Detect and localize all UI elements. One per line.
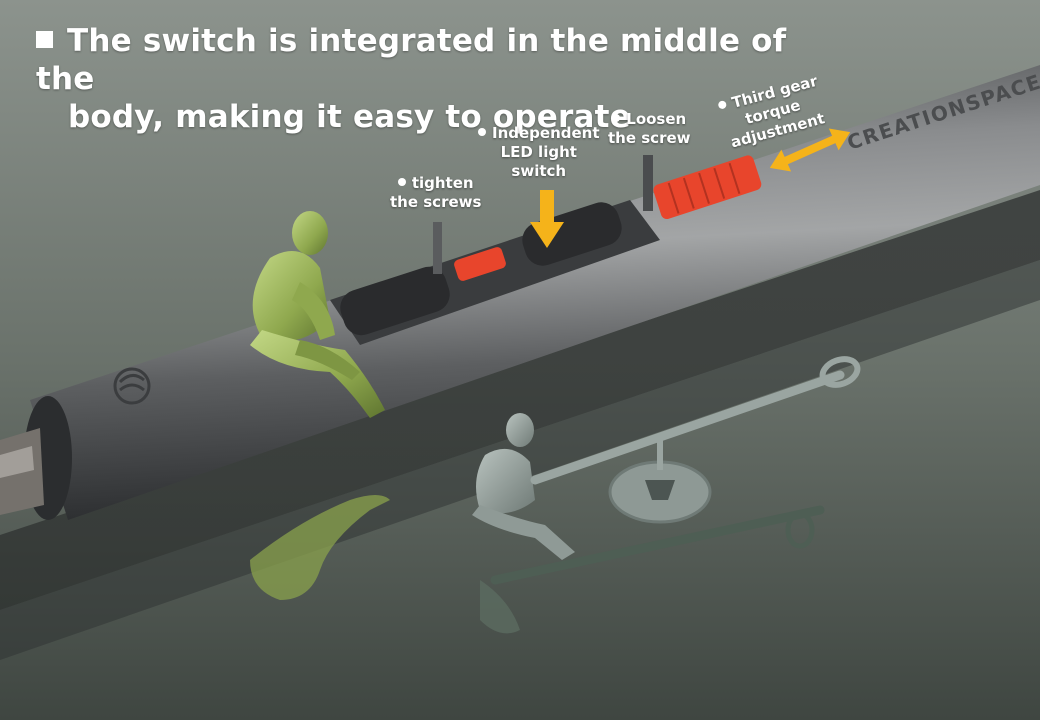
bullet-dot-icon bbox=[717, 99, 728, 110]
page-title: The switch is integrated in the middle o… bbox=[36, 22, 816, 136]
bullet-dot-icon bbox=[612, 114, 621, 122]
brand-logo-icon bbox=[113, 367, 151, 405]
page-title-line1: The switch is integrated in the middle o… bbox=[36, 23, 787, 97]
callout-loosen-line1: Loosen bbox=[626, 110, 687, 128]
center-red-button[interactable] bbox=[453, 246, 507, 282]
led-switch-button[interactable] bbox=[518, 198, 627, 271]
tighten-button[interactable] bbox=[336, 262, 455, 340]
loosen-pointer bbox=[643, 155, 653, 211]
callout-led-line2: LED light bbox=[500, 143, 577, 161]
green-figure bbox=[250, 211, 385, 418]
callout-tighten-line2: the screws bbox=[390, 193, 482, 211]
torque-double-arrow-icon bbox=[769, 128, 851, 172]
torque-slider[interactable] bbox=[652, 154, 763, 221]
page-title-line2: body, making it easy to operate bbox=[68, 99, 631, 135]
callout-led-line3: switch bbox=[511, 162, 567, 180]
bullet-dot-icon bbox=[397, 178, 406, 186]
bullet-dot-icon bbox=[478, 128, 486, 136]
led-arrow-icon bbox=[530, 190, 564, 248]
callout-tighten-line1: tighten bbox=[411, 174, 474, 192]
square-bullet-icon bbox=[36, 31, 53, 48]
tool-reflection bbox=[0, 190, 1040, 610]
callout-led: Independent LED light switch bbox=[478, 124, 600, 181]
callout-led-line1: Independent bbox=[492, 124, 600, 142]
screwdriver-body bbox=[30, 65, 1040, 520]
silver-figure-seesaw bbox=[472, 356, 861, 634]
green-figure-reflection bbox=[250, 495, 390, 600]
callout-loosen-line2: the screw bbox=[608, 129, 691, 147]
callout-loosen: Loosen the screw bbox=[608, 110, 691, 148]
callout-tighten: tighten the screws bbox=[390, 174, 481, 212]
tighten-pointer bbox=[433, 222, 442, 274]
